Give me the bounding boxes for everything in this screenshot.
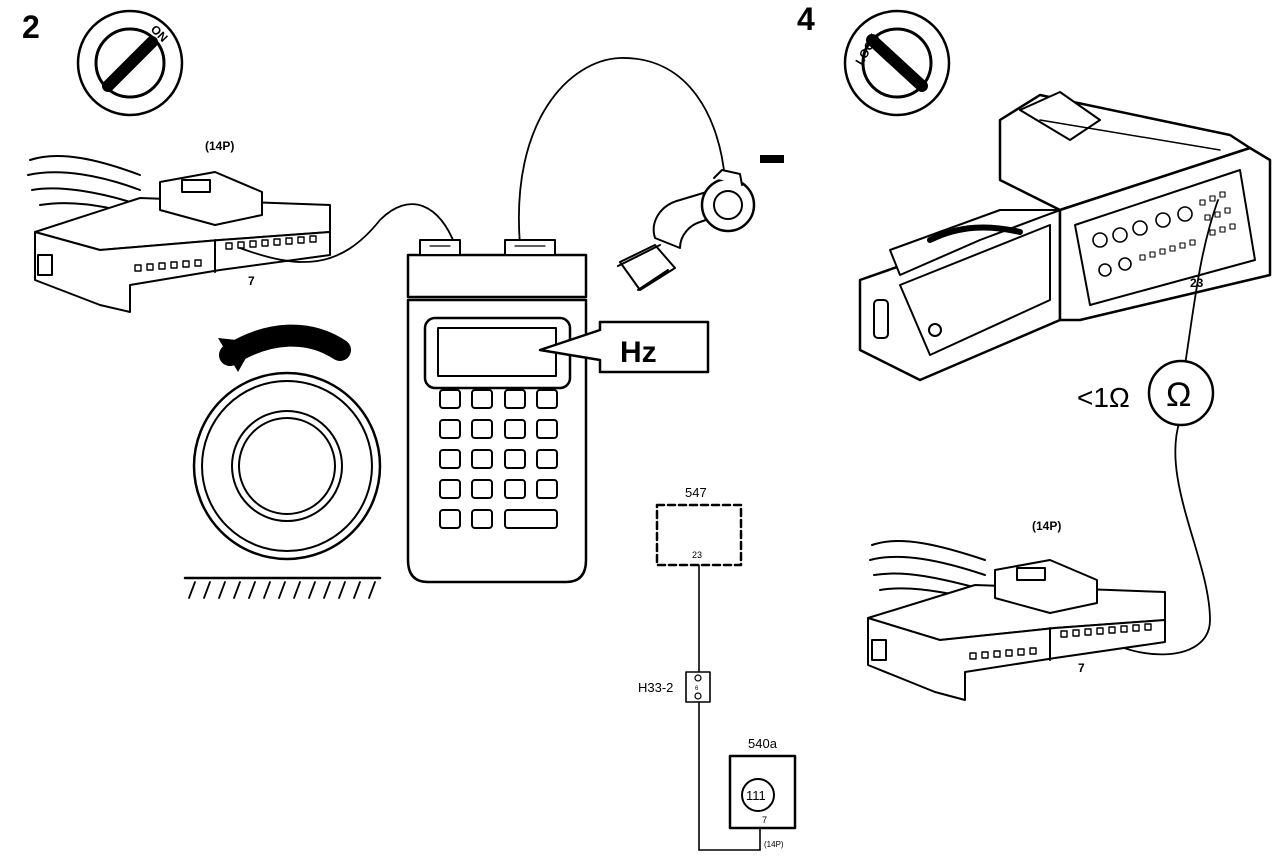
schematic-junction-pin: 6	[695, 686, 699, 692]
connector-label-left: (14P)	[205, 139, 234, 153]
probe-lead-signal	[239, 203, 456, 263]
tester-display-unit: Hz	[620, 336, 657, 369]
ohmmeter-lead-bottom	[1081, 419, 1211, 656]
step-number-left: 2	[22, 9, 40, 45]
schematic-bottom-connector-size: (14P)	[764, 840, 784, 849]
diagnostic-tester: Hz	[406, 57, 726, 584]
probe-lead-ground	[518, 57, 726, 246]
ignition-switch-on-icon: ON	[76, 9, 184, 117]
connector-pin-right: 7	[1078, 661, 1085, 675]
schematic-connector-circle	[741, 778, 775, 812]
schematic-junction-label: H33-2	[638, 680, 673, 695]
connector-pin-left: 7	[248, 274, 255, 288]
ground-polarity: —	[760, 149, 761, 151]
schematic-junction	[685, 671, 711, 703]
schematic-top-module-pin: 23	[692, 550, 702, 560]
schematic-bottom-connector: 111	[746, 788, 766, 803]
ecu-connector: 23	[858, 91, 1272, 382]
connector-label-right: (14P)	[1032, 519, 1061, 533]
measurement-value: <1Ω	[1077, 382, 1130, 413]
schematic-bottom-module-label: 540a	[748, 736, 778, 751]
schematic-top-module-label: 547	[685, 485, 707, 500]
schematic-bottom-pin: 7	[762, 815, 767, 825]
connector-14p-left: (14P) 7	[27, 139, 331, 313]
rotating-wheel-icon	[183, 324, 382, 599]
connector-14p-right: (14P) 7	[867, 519, 1166, 701]
step-number-right: 4	[797, 1, 815, 37]
ohmmeter-icon: Ω	[1147, 359, 1215, 427]
ground-terminal: —	[617, 149, 784, 291]
ignition-switch-lock-icon: LOCK	[843, 9, 951, 117]
negative-polarity-icon	[760, 155, 784, 163]
ohmmeter-symbol: Ω	[1166, 376, 1191, 414]
schematic: 547 23 H33-2 6 540a 111 7 (14P)	[638, 485, 797, 851]
ohmmeter-lead-top	[1184, 199, 1219, 366]
